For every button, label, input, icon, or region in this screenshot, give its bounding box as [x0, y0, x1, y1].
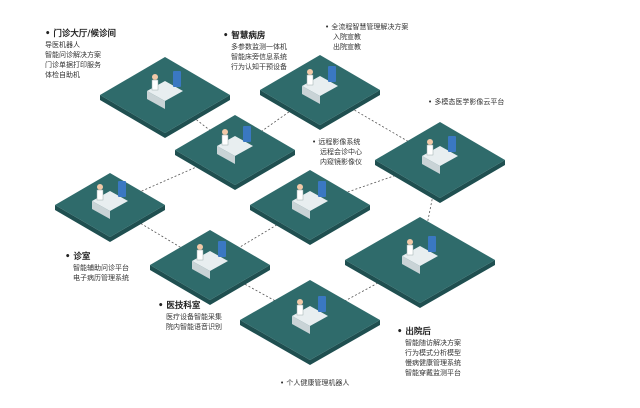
medtech-item: 医疗设备智能采集 — [166, 313, 222, 321]
label-ward: 智慧病房 多参数监测一体机 智能床旁信息系统 行为认知干预设备 — [223, 30, 287, 72]
ward-monitor-icon — [328, 66, 336, 82]
ward-item: 智能床旁信息系统 — [231, 53, 287, 61]
clinic-furniture-side — [92, 201, 110, 219]
process-item: 入院宣教 — [333, 33, 361, 41]
clinic-item: 智能辅助问诊平台 — [73, 264, 129, 272]
process-title: 全流程智慧管理解决方案 — [325, 22, 408, 32]
label-medtech: 医技科室 医疗设备智能采集 院内智能语音识别 — [158, 300, 222, 332]
lobby-item: 智能问诊解决方案 — [45, 51, 101, 59]
label-discharge: 出院后 智能随访解决方案 行为模式分析模型 慢病健康管理系统 智能穿戴监测平台 — [397, 326, 461, 378]
medtech-person-icon — [197, 244, 203, 250]
nurse-station-person-icon — [222, 129, 228, 135]
discharge-title: 出院后 — [397, 326, 461, 338]
ward-person-body — [306, 74, 314, 86]
robot-ai-person-icon — [407, 239, 413, 245]
discharge-furniture-side — [292, 316, 310, 334]
connector-line — [164, 94, 236, 151]
medtech-item: 院内智能语音识别 — [166, 323, 222, 331]
imaging-furniture-side — [292, 201, 310, 219]
clinic-title: 诊室 — [65, 251, 129, 263]
clinic-item: 电子病历管理系统 — [73, 274, 129, 282]
clinic-person-body — [96, 189, 104, 201]
clinic-monitor-icon — [118, 181, 126, 197]
cloud-person-icon — [427, 139, 433, 145]
imaging-monitor-icon — [318, 181, 326, 197]
nurse-station-furniture-side — [217, 146, 235, 164]
label-clinic: 诊室 智能辅助问诊平台 电子病历管理系统 — [65, 251, 129, 283]
clinic-person-icon — [97, 184, 103, 190]
discharge-monitor-icon — [318, 296, 326, 312]
robot-ai-person-body — [406, 244, 414, 256]
lobby-person-icon — [152, 74, 158, 80]
cloud-monitor-icon — [448, 136, 456, 152]
medtech-title: 医技科室 — [158, 300, 222, 312]
imaging-title: 远程影像系统 — [312, 137, 362, 147]
medtech-person-body — [196, 249, 204, 261]
imaging-person-body — [296, 189, 304, 201]
cloud-furniture-side — [422, 156, 440, 174]
connector-line — [319, 89, 441, 161]
ward-title: 智慧病房 — [223, 30, 287, 42]
lobby-item: 门诊单据打印服务 — [45, 61, 101, 69]
lobby-furniture-side — [147, 91, 165, 109]
process-item: 出院宣教 — [333, 43, 361, 51]
robot-title: 个人健康管理机器人 — [280, 378, 349, 388]
cloud-person-body — [426, 144, 434, 156]
nurse-station-person-body — [221, 134, 229, 146]
label-lobby: 门诊大厅/候诊间 导医机器人 智能问诊解决方案 门诊单据打印服务 体检自助机 — [45, 28, 116, 80]
lobby-monitor-icon — [173, 71, 181, 87]
label-process: 全流程智慧管理解决方案 入院宣教 出院宣教 — [325, 22, 408, 52]
medtech-furniture-side — [192, 261, 210, 279]
medtech-monitor-icon — [218, 241, 226, 257]
label-robot: 个人健康管理机器人 — [280, 378, 349, 388]
label-imaging: 远程影像系统 远程会诊中心 内窥镜影像仪 — [312, 137, 362, 167]
discharge-person-body — [296, 304, 304, 316]
lobby-item: 体检自助机 — [45, 71, 80, 79]
connector-line — [209, 264, 311, 321]
imaging-item: 远程会诊中心 — [320, 148, 362, 156]
discharge-item: 慢病健康管理系统 — [405, 359, 461, 367]
discharge-item: 行为模式分析模型 — [405, 349, 461, 357]
ward-person-icon — [307, 69, 313, 75]
ward-item: 多参数监测一体机 — [231, 43, 287, 51]
robot-ai-monitor-icon — [428, 236, 436, 252]
connector-line — [309, 159, 441, 206]
imaging-person-icon — [297, 184, 303, 190]
lobby-item: 导医机器人 — [45, 41, 80, 49]
robot-ai-furniture-side — [402, 256, 420, 274]
lobby-person-body — [151, 79, 159, 91]
discharge-item: 智能穿戴监测平台 — [405, 369, 461, 377]
imaging-item: 内窥镜影像仪 — [320, 158, 362, 166]
discharge-person-icon — [297, 299, 303, 305]
label-cloud: 多模态医学影像云平台 — [428, 97, 504, 107]
discharge-item: 智能随访解决方案 — [405, 339, 461, 347]
nurse-station-monitor-icon — [243, 126, 251, 142]
cloud-title: 多模态医学影像云平台 — [428, 97, 504, 107]
ward-item: 行为认知干预设备 — [231, 63, 287, 71]
lobby-title: 门诊大厅/候诊间 — [45, 28, 116, 40]
ward-furniture-side — [302, 86, 320, 104]
